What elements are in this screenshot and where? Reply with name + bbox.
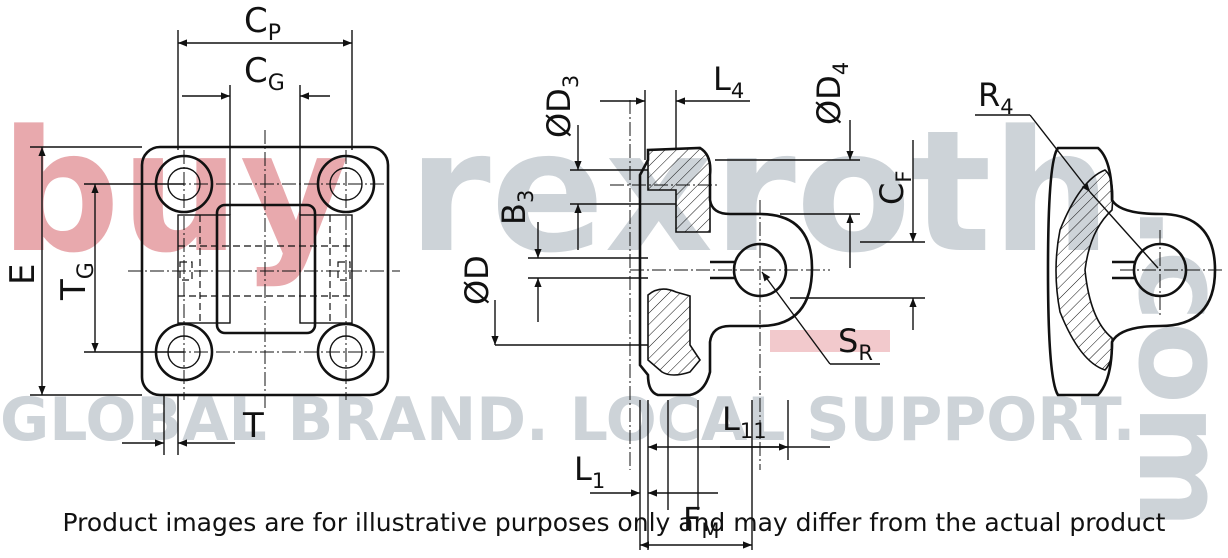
central-boss xyxy=(215,203,317,335)
dim-b3-label: B3 xyxy=(495,190,538,225)
section-view: ØD3 L4 ØD4 B3 CF ØD SR L11 L1 FM xyxy=(458,60,925,550)
profile-view: R4 xyxy=(975,76,1225,397)
dim-l1-label: L1 xyxy=(574,450,605,493)
dim-l11-label: L11 xyxy=(722,400,767,443)
profile-hatch xyxy=(1055,169,1114,371)
dim-e-label: E xyxy=(3,264,43,285)
dim-cp-label: CP xyxy=(244,1,281,46)
dim-fm-label: FM xyxy=(683,500,720,543)
bolt-hole-tr xyxy=(316,154,376,214)
dim-cg-label: CG xyxy=(244,51,285,96)
dim-tg-label: TG xyxy=(54,262,99,301)
dim-l4-label: L4 xyxy=(713,60,744,103)
watermark-suffix: .com xyxy=(1111,205,1228,529)
dim-sr-label: SR xyxy=(838,322,873,365)
dim-t-label: T xyxy=(242,406,264,446)
disclaimer-caption: Product images are for illustrative purp… xyxy=(62,508,1166,537)
dim-d3-label: ØD3 xyxy=(540,75,583,138)
watermark-bar xyxy=(770,330,890,352)
watermark-buy: buy xyxy=(0,94,349,290)
dim-cf-label: CF xyxy=(873,171,916,205)
dim-d-label: ØD xyxy=(458,255,496,305)
dim-d4-label: ØD4 xyxy=(810,62,853,125)
bolt-hole-br xyxy=(316,322,376,382)
dim-r4-label: R4 xyxy=(978,76,1014,119)
watermark-brand: buy rexroth xyxy=(0,94,1111,290)
section-hatch-lower xyxy=(647,288,701,376)
profile-outline xyxy=(1046,146,1217,397)
section-hatch-upper xyxy=(647,147,712,233)
front-view: CP CG E TG T xyxy=(3,1,400,455)
